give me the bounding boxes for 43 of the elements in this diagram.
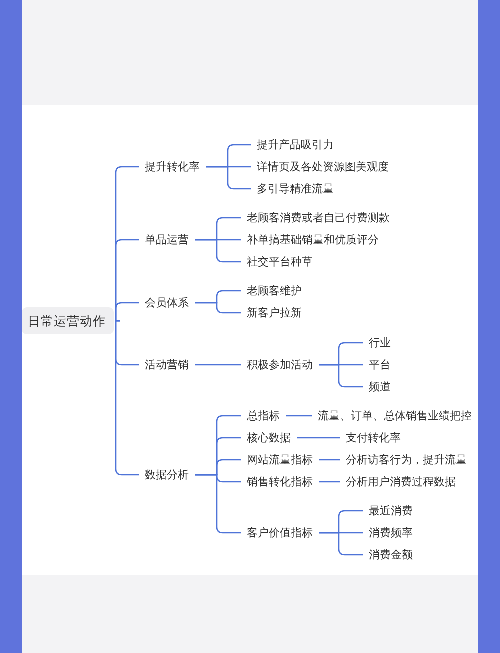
topic-text: 分析访客行为，提升流量 (346, 452, 467, 468)
topic-text: 平台 (369, 357, 391, 373)
topic-text: 数据分析 (145, 467, 189, 483)
root-topic: 日常运营动作 (22, 308, 114, 334)
connector-line (115, 302, 139, 322)
topic-text: 最近消费 (369, 503, 413, 519)
connector-line (319, 532, 363, 556)
topic-text: 积极参加活动 (247, 357, 313, 373)
topic-text: 单品运营 (145, 232, 189, 248)
topic-text: 新客户拉新 (247, 305, 302, 321)
topic-text: 活动营销 (145, 357, 189, 373)
topic-text: 提升产品吸引力 (257, 137, 334, 153)
topic-text: 多引导精准流量 (257, 181, 334, 197)
connector-line (195, 364, 241, 366)
connector-line (297, 437, 340, 439)
topic-text: 核心数据 (247, 430, 291, 446)
topic-text: 网站流量指标 (247, 452, 313, 468)
connector-line (206, 166, 251, 190)
connector-line (115, 320, 139, 476)
connector-line (319, 459, 340, 461)
topic-text: 频道 (369, 379, 391, 395)
topic-text: 老顾客维护 (247, 283, 302, 299)
topic-text: 行业 (369, 335, 391, 351)
topic-text: 消费频率 (369, 525, 413, 541)
topic-text: 总指标 (247, 408, 280, 424)
topic-text: 销售转化指标 (247, 474, 313, 490)
topic-text: 详情页及各处资源图美观度 (257, 159, 389, 175)
connector-line (195, 474, 241, 534)
topic-text: 会员体系 (145, 295, 189, 311)
topic-text: 消费金额 (369, 547, 413, 563)
connector-line (319, 481, 340, 483)
topic-text: 老顾客消费或者自己付费测款 (247, 210, 390, 226)
topic-text: 支付转化率 (346, 430, 401, 446)
topic-text: 补单搞基础销量和优质评分 (247, 232, 379, 248)
topic-text: 社交平台种草 (247, 254, 313, 270)
connector-line (286, 415, 312, 417)
topic-text: 提升转化率 (145, 159, 200, 175)
connector-line (319, 364, 363, 388)
topic-text: 流量、订单、总体销售业绩把控 (318, 408, 472, 424)
connector-line (195, 302, 241, 314)
topic-text: 客户价值指标 (247, 525, 313, 541)
topic-text: 分析用户消费过程数据 (346, 474, 456, 490)
connector-line (195, 239, 241, 263)
